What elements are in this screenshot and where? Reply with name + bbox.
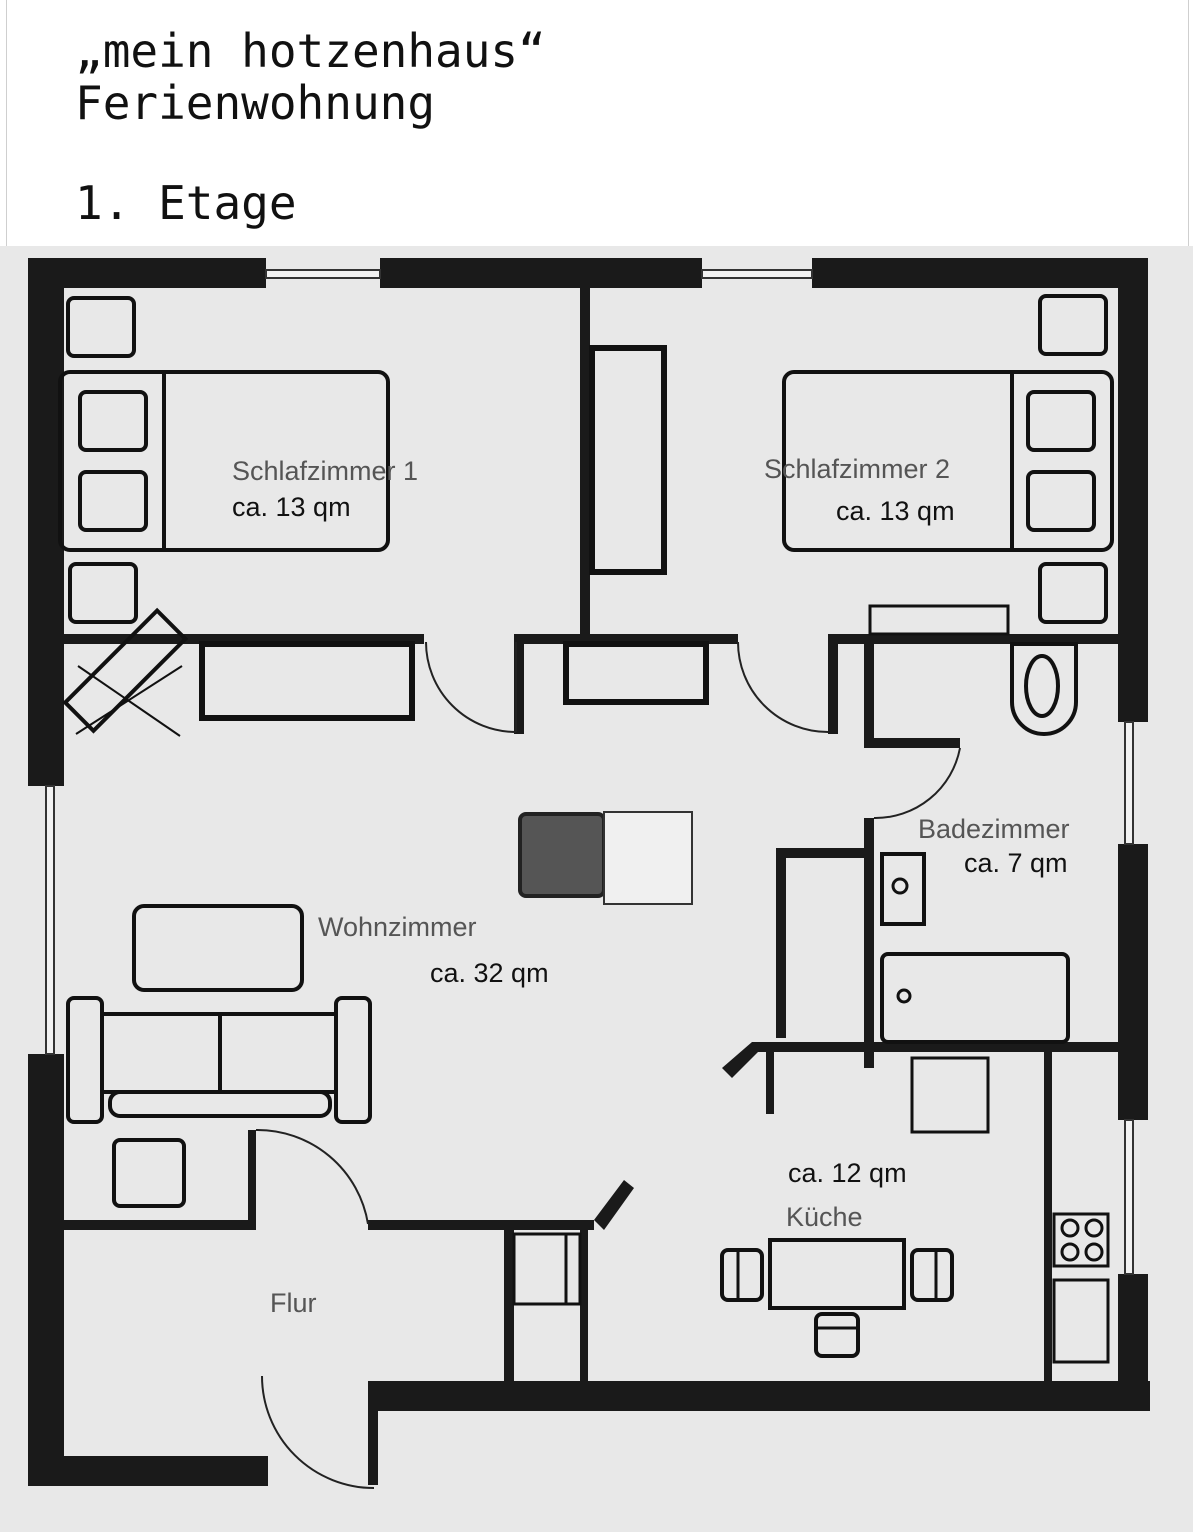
bathroom-fixtures bbox=[880, 642, 1078, 1044]
bedroom1-furniture bbox=[58, 296, 390, 624]
windows bbox=[45, 269, 1134, 1275]
title-line-2: Ferienwohnung bbox=[75, 76, 436, 130]
bathroom-area: ca. 7 qm bbox=[964, 848, 1068, 878]
kitchen-furniture bbox=[720, 1056, 1110, 1364]
bedroom2-name: Schlafzimmer 2 bbox=[764, 454, 951, 484]
living-area: ca. 32 qm bbox=[430, 958, 549, 988]
kitchen-name: Küche bbox=[786, 1202, 863, 1232]
bathroom-name: Badezimmer bbox=[918, 814, 1070, 844]
living-name: Wohnzimmer bbox=[318, 912, 477, 942]
floor-plan-drawing bbox=[0, 246, 1193, 1532]
living-furniture bbox=[62, 607, 693, 1208]
header: „mein hotzenhaus“ Ferienwohnung 1. Etage bbox=[6, 0, 1189, 246]
floor-plan: Schlafzimmer 1 ca. 13 qm Schlafzimmer 2 … bbox=[0, 246, 1193, 1532]
floor-label: 1. Etage bbox=[75, 176, 297, 230]
hall-furniture bbox=[512, 1232, 582, 1306]
bedroom1-area: ca. 13 qm bbox=[232, 492, 351, 522]
hall-name: Flur bbox=[270, 1288, 317, 1318]
doors bbox=[248, 641, 961, 1489]
kitchen-area: ca. 12 qm bbox=[788, 1158, 907, 1188]
bedroom1-name: Schlafzimmer 1 bbox=[232, 456, 419, 486]
bedroom2-furniture bbox=[782, 294, 1114, 636]
title-line-1: „mein hotzenhaus“ bbox=[75, 24, 546, 78]
bedroom2-area: ca. 13 qm bbox=[836, 496, 955, 526]
wardrobes bbox=[199, 345, 709, 721]
outer-walls bbox=[28, 258, 1150, 1486]
interior-walls bbox=[60, 286, 1118, 1485]
